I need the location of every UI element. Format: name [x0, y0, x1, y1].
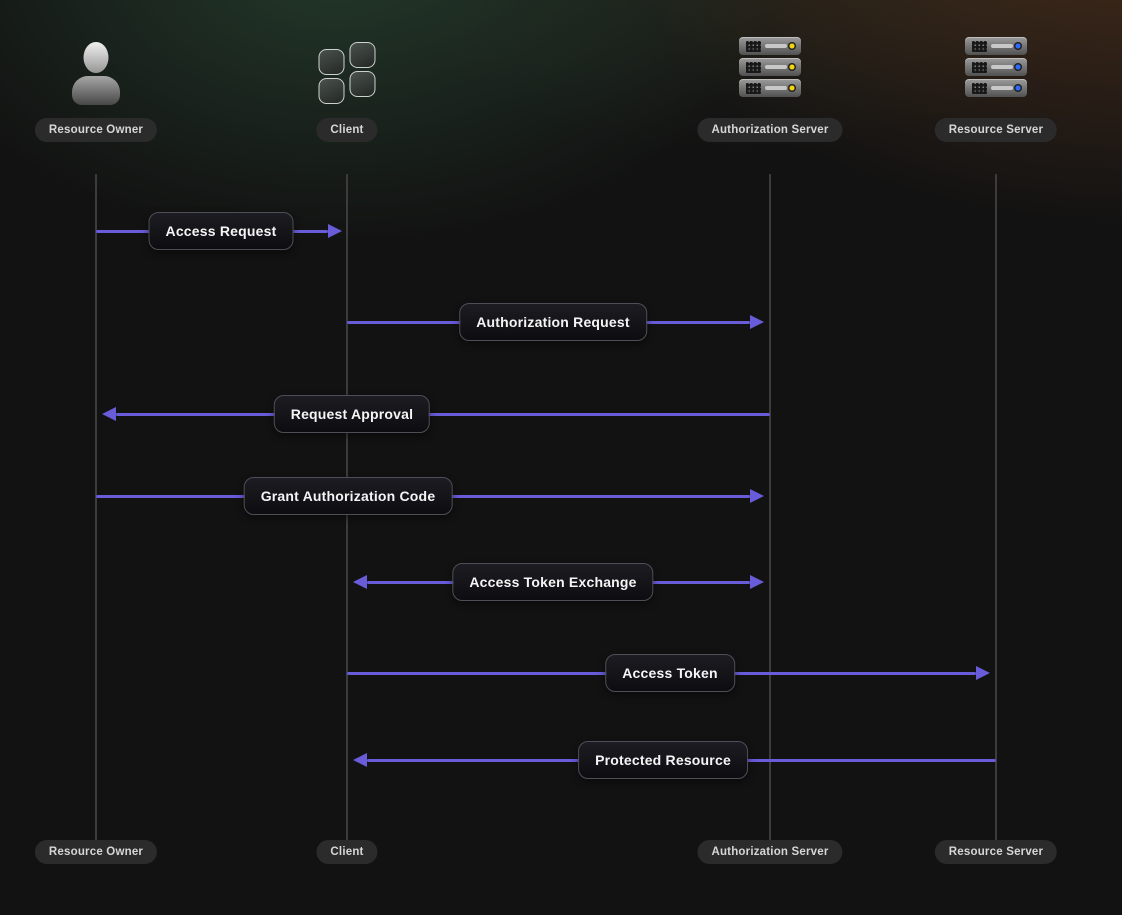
server-vent — [972, 40, 987, 52]
message-label: Authorization Request — [459, 303, 647, 341]
grid-square — [349, 71, 376, 97]
server-led — [1014, 42, 1022, 50]
arrowhead-left — [353, 753, 367, 767]
app-grid-icon — [318, 42, 376, 104]
server-stack-icon — [965, 37, 1027, 97]
arrowhead-right — [750, 575, 764, 589]
message-label: Grant Authorization Code — [243, 477, 453, 515]
actor-label-bottom-resource-server: Resource Server — [934, 840, 1058, 864]
server-vent — [972, 82, 987, 94]
person-torso — [72, 76, 120, 105]
actor-label-top-authorization-server: Authorization Server — [697, 118, 843, 142]
server-led — [1014, 63, 1022, 71]
server-led — [788, 42, 796, 50]
server-bar — [991, 44, 1013, 48]
actor-label-top-client: Client — [316, 118, 378, 142]
server-bar — [991, 86, 1013, 90]
arrowhead-right — [750, 315, 764, 329]
server-unit — [739, 37, 801, 55]
server-unit — [739, 58, 801, 76]
server-bar — [765, 86, 787, 90]
server-led — [788, 84, 796, 92]
server-unit — [965, 37, 1027, 55]
person-icon — [68, 40, 124, 106]
server-vent — [746, 40, 761, 52]
message-label: Request Approval — [273, 395, 431, 433]
arrowhead-right — [976, 666, 990, 680]
server-led — [1014, 84, 1022, 92]
arrowhead-right — [750, 489, 764, 503]
grid-square — [318, 78, 345, 104]
person-head — [83, 42, 109, 73]
arrowhead-right — [328, 224, 342, 238]
actor-label-top-resource-server: Resource Server — [934, 118, 1058, 142]
server-vent — [746, 82, 761, 94]
server-unit — [739, 79, 801, 97]
server-stack-icon — [739, 37, 801, 97]
server-bar — [765, 65, 787, 69]
actor-label-bottom-resource-owner: Resource Owner — [34, 840, 158, 864]
message-label: Protected Resource — [578, 741, 748, 779]
lifeline-resource-owner — [95, 174, 97, 840]
server-bar — [765, 44, 787, 48]
arrowhead-left — [353, 575, 367, 589]
grid-square — [349, 42, 376, 68]
actor-label-top-resource-owner: Resource Owner — [34, 118, 158, 142]
message-label: Access Token Exchange — [452, 563, 654, 601]
lifeline-resource-server — [995, 174, 997, 840]
server-unit — [965, 79, 1027, 97]
server-vent — [746, 61, 761, 73]
server-vent — [972, 61, 987, 73]
server-led — [788, 63, 796, 71]
message-label: Access Request — [148, 212, 294, 250]
server-unit — [965, 58, 1027, 76]
actor-label-bottom-client: Client — [316, 840, 378, 864]
lifeline-authorization-server — [769, 174, 771, 840]
actor-label-bottom-authorization-server: Authorization Server — [697, 840, 843, 864]
grid-square — [318, 49, 345, 75]
arrowhead-left — [102, 407, 116, 421]
message-label: Access Token — [605, 654, 735, 692]
message-line — [116, 413, 770, 416]
server-bar — [991, 65, 1013, 69]
